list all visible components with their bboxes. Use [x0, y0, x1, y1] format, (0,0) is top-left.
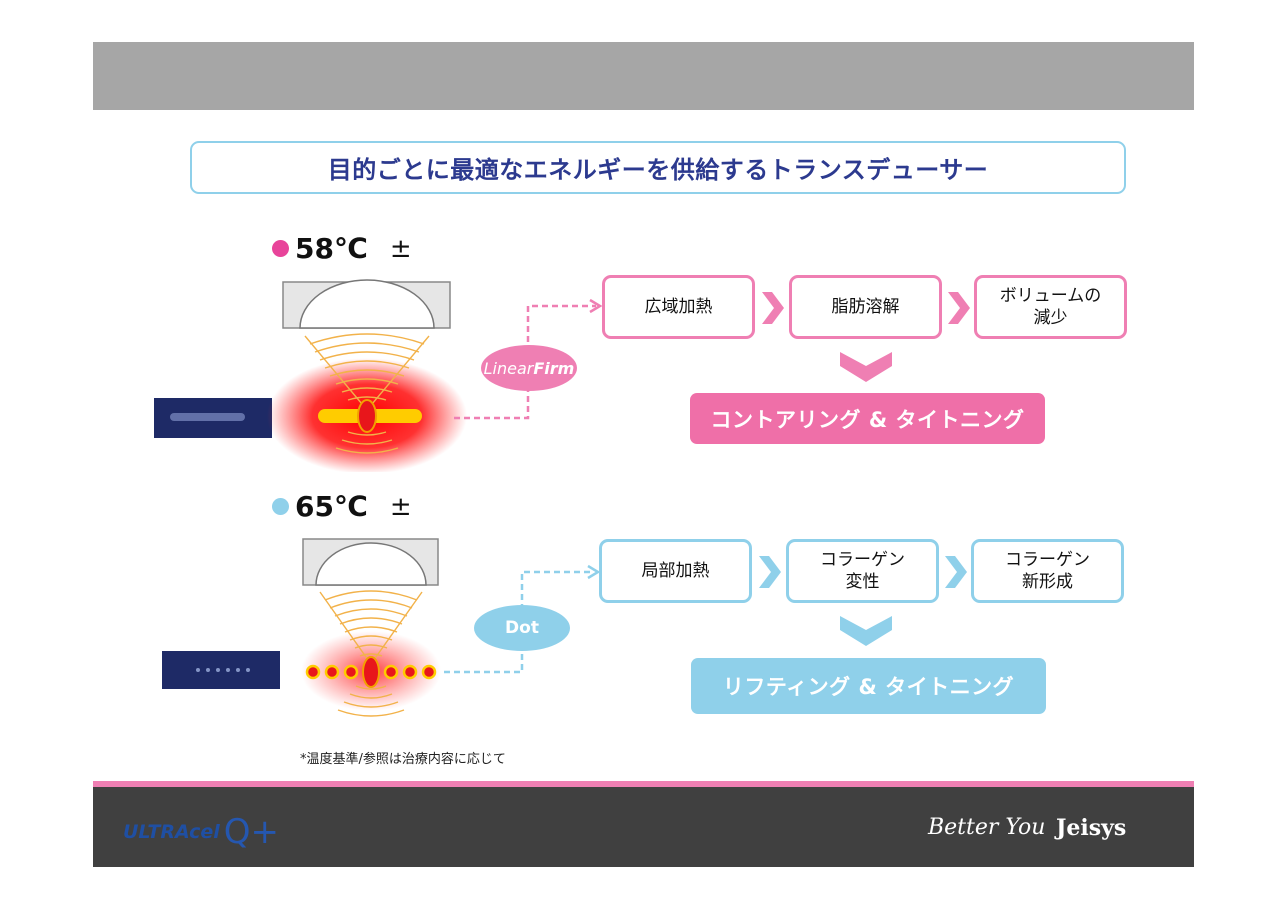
footnote: *温度基準/参照は治療内容に応じて	[300, 752, 506, 767]
chevron-down-icon	[840, 616, 892, 646]
step-box-2-2: コラーゲン 変性	[786, 539, 939, 603]
footer-accent-line	[93, 781, 1194, 787]
temperature-value-1: 58℃	[295, 232, 368, 265]
blue-bullet-icon	[272, 498, 289, 515]
linearfirm-label-a: Linear	[483, 358, 534, 378]
plus-minus-2: ±	[389, 491, 412, 522]
dot-label: Dot	[505, 618, 539, 638]
step-box-2-3: コラーゲン 新形成	[971, 539, 1124, 603]
page-title: 目的ごとに最適なエネルギーを供給するトランスデューサー	[190, 141, 1126, 194]
dot-transducer-illustration	[162, 538, 441, 717]
linearfirm-label-b: Firm	[533, 358, 575, 378]
chevron-right-icon	[945, 556, 967, 588]
footer-bar	[93, 787, 1194, 867]
skin-sample-image	[162, 651, 280, 689]
temperature-label-1: 58℃ ±	[272, 232, 412, 265]
chevron-right-icon	[948, 292, 970, 324]
chevron-right-icon	[762, 292, 784, 324]
step-box-1-1: 広域加熱	[602, 275, 755, 339]
company-logo: Jeisys	[1056, 815, 1127, 841]
step-box-1-2: 脂肪溶解	[789, 275, 942, 339]
product-name: ULTRAcel	[123, 821, 220, 843]
dot-badge: Dot	[474, 605, 570, 651]
chevron-right-icon	[759, 556, 781, 588]
tagline: Better You	[928, 815, 1046, 840]
linearfirm-transducer-illustration	[154, 279, 467, 472]
temperature-value-2: 65℃	[295, 490, 368, 523]
connector-arrow-2	[444, 564, 601, 674]
plus-minus-1: ±	[389, 233, 412, 264]
pink-bullet-icon	[272, 240, 289, 257]
temperature-label-2: 65℃ ±	[272, 490, 412, 523]
step-box-1-3: ボリュームの 減少	[974, 275, 1127, 339]
step-box-2-1: 局部加熱	[599, 539, 752, 603]
result-box-1: コントアリング & タイトニング	[690, 393, 1045, 444]
chevron-down-icon	[840, 352, 892, 382]
header-bar	[93, 42, 1194, 110]
ultracel-logo: ULTRAcel Q+	[123, 812, 279, 852]
result-box-2: リフティング & タイトニング	[691, 658, 1046, 714]
product-suffix: Q+	[223, 812, 280, 852]
